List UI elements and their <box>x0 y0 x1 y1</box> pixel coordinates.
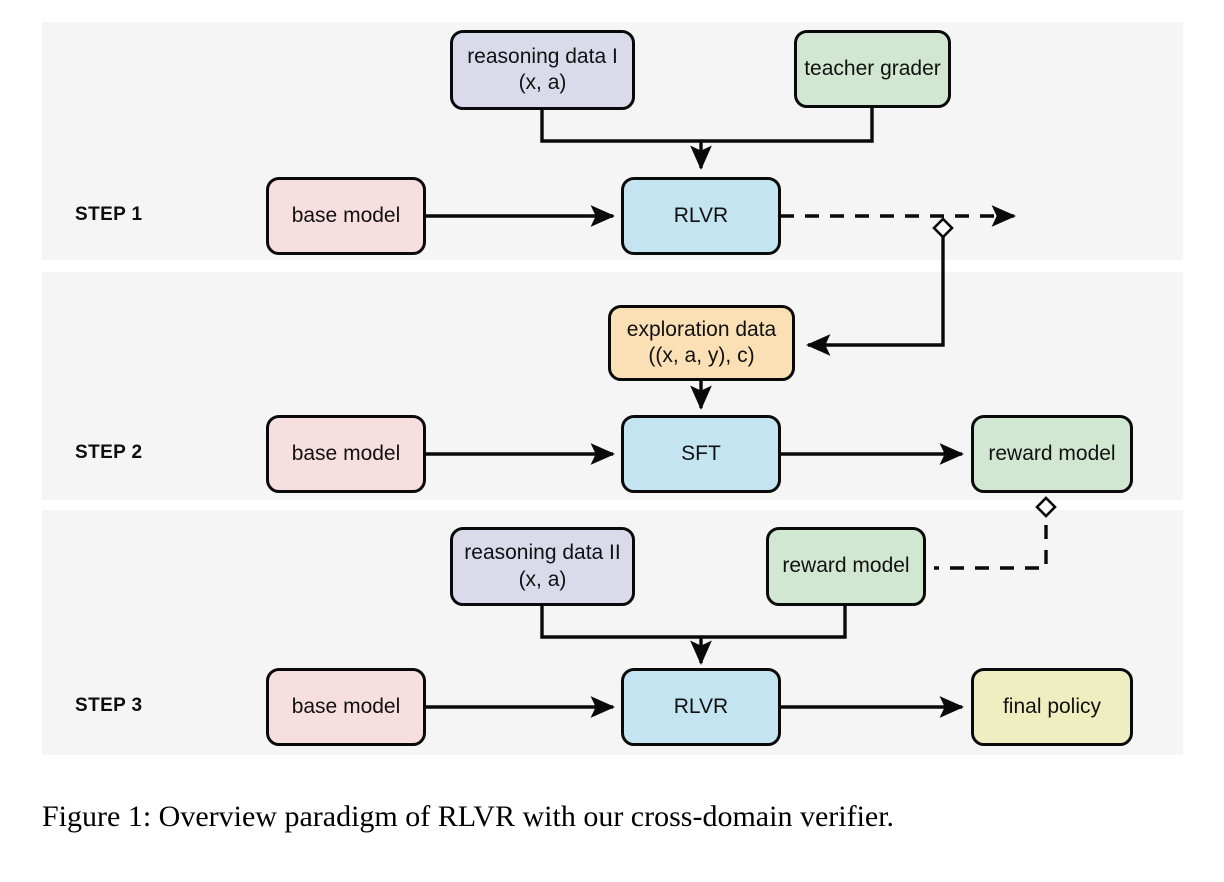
step-3-label: STEP 3 <box>75 695 143 716</box>
node-reasoning-data-1[interactable]: reasoning data I (x, a) <box>450 30 635 110</box>
node-sft[interactable]: SFT <box>621 415 781 493</box>
node-base-model-step1[interactable]: base model <box>266 177 426 255</box>
node-reasoning-data-2[interactable]: reasoning data II (x, a) <box>450 527 635 606</box>
node-rlvr-step3[interactable]: RLVR <box>621 668 781 746</box>
node-reward-model-step3[interactable]: reward model <box>766 527 926 606</box>
node-reward-model-step2[interactable]: reward model <box>971 415 1133 493</box>
node-exploration-data[interactable]: exploration data ((x, a, y), c) <box>608 305 795 381</box>
node-base-model-step2[interactable]: base model <box>266 415 426 493</box>
figure-caption: Figure 1: Overview paradigm of RLVR with… <box>42 800 895 833</box>
step-1-label: STEP 1 <box>75 204 143 225</box>
node-base-model-step3[interactable]: base model <box>266 668 426 746</box>
node-teacher-grader[interactable]: teacher grader <box>794 30 951 108</box>
step-2-label: STEP 2 <box>75 442 143 463</box>
node-rlvr-step1[interactable]: RLVR <box>621 177 781 255</box>
node-final-policy[interactable]: final policy <box>971 668 1133 746</box>
